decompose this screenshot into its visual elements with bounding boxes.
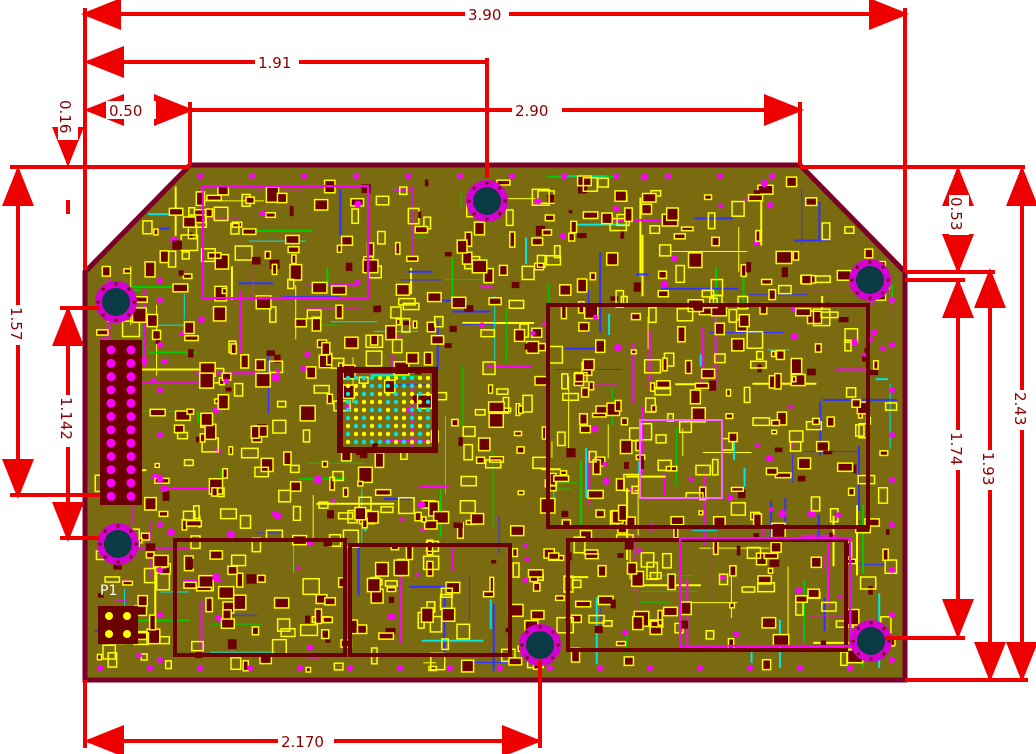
block-bottom-1 [173,538,347,657]
pin-header-icon [100,340,142,505]
mounting-hole-icon [466,180,508,222]
connector-p1-label: P1 [100,583,117,599]
dim-1-93: 1.93 [979,452,997,485]
dim-1-57: 1.57 [7,307,25,340]
block-right-main [546,303,870,529]
block-right-inner [639,419,723,499]
dim-0-16: 0.16 [56,100,74,133]
dimension-labels: 3.90 1.91 0.50 2.90 0.16 1.57 1.142 0.53… [7,5,1033,751]
dim-3-90: 3.90 [468,6,501,24]
block-bga [337,367,438,453]
mounting-hole-icon [849,259,891,301]
component-field [94,173,898,673]
pcb-board: P1 [82,162,908,683]
mounting-hole-icon [95,281,137,323]
block-bottom-2 [348,543,512,657]
dim-1-74: 1.74 [947,432,965,465]
block-bottom-3 [566,538,848,652]
mounting-hole-icon [519,624,561,666]
block-top-left [202,185,369,299]
dim-1-142: 1.142 [57,397,75,440]
dim-2-170: 2.170 [281,733,324,751]
mounting-holes [95,180,892,666]
mounting-hole-icon [97,523,139,565]
block-bottom-3-sub [679,537,851,647]
connector-p1 [98,606,138,644]
dim-0-50: 0.50 [109,102,142,120]
dim-2-90: 2.90 [515,102,548,120]
dim-2-43: 2.43 [1011,392,1029,425]
mounting-hole-icon [850,620,892,662]
dim-0-53: 0.53 [947,197,965,230]
dim-1-91: 1.91 [258,54,291,72]
